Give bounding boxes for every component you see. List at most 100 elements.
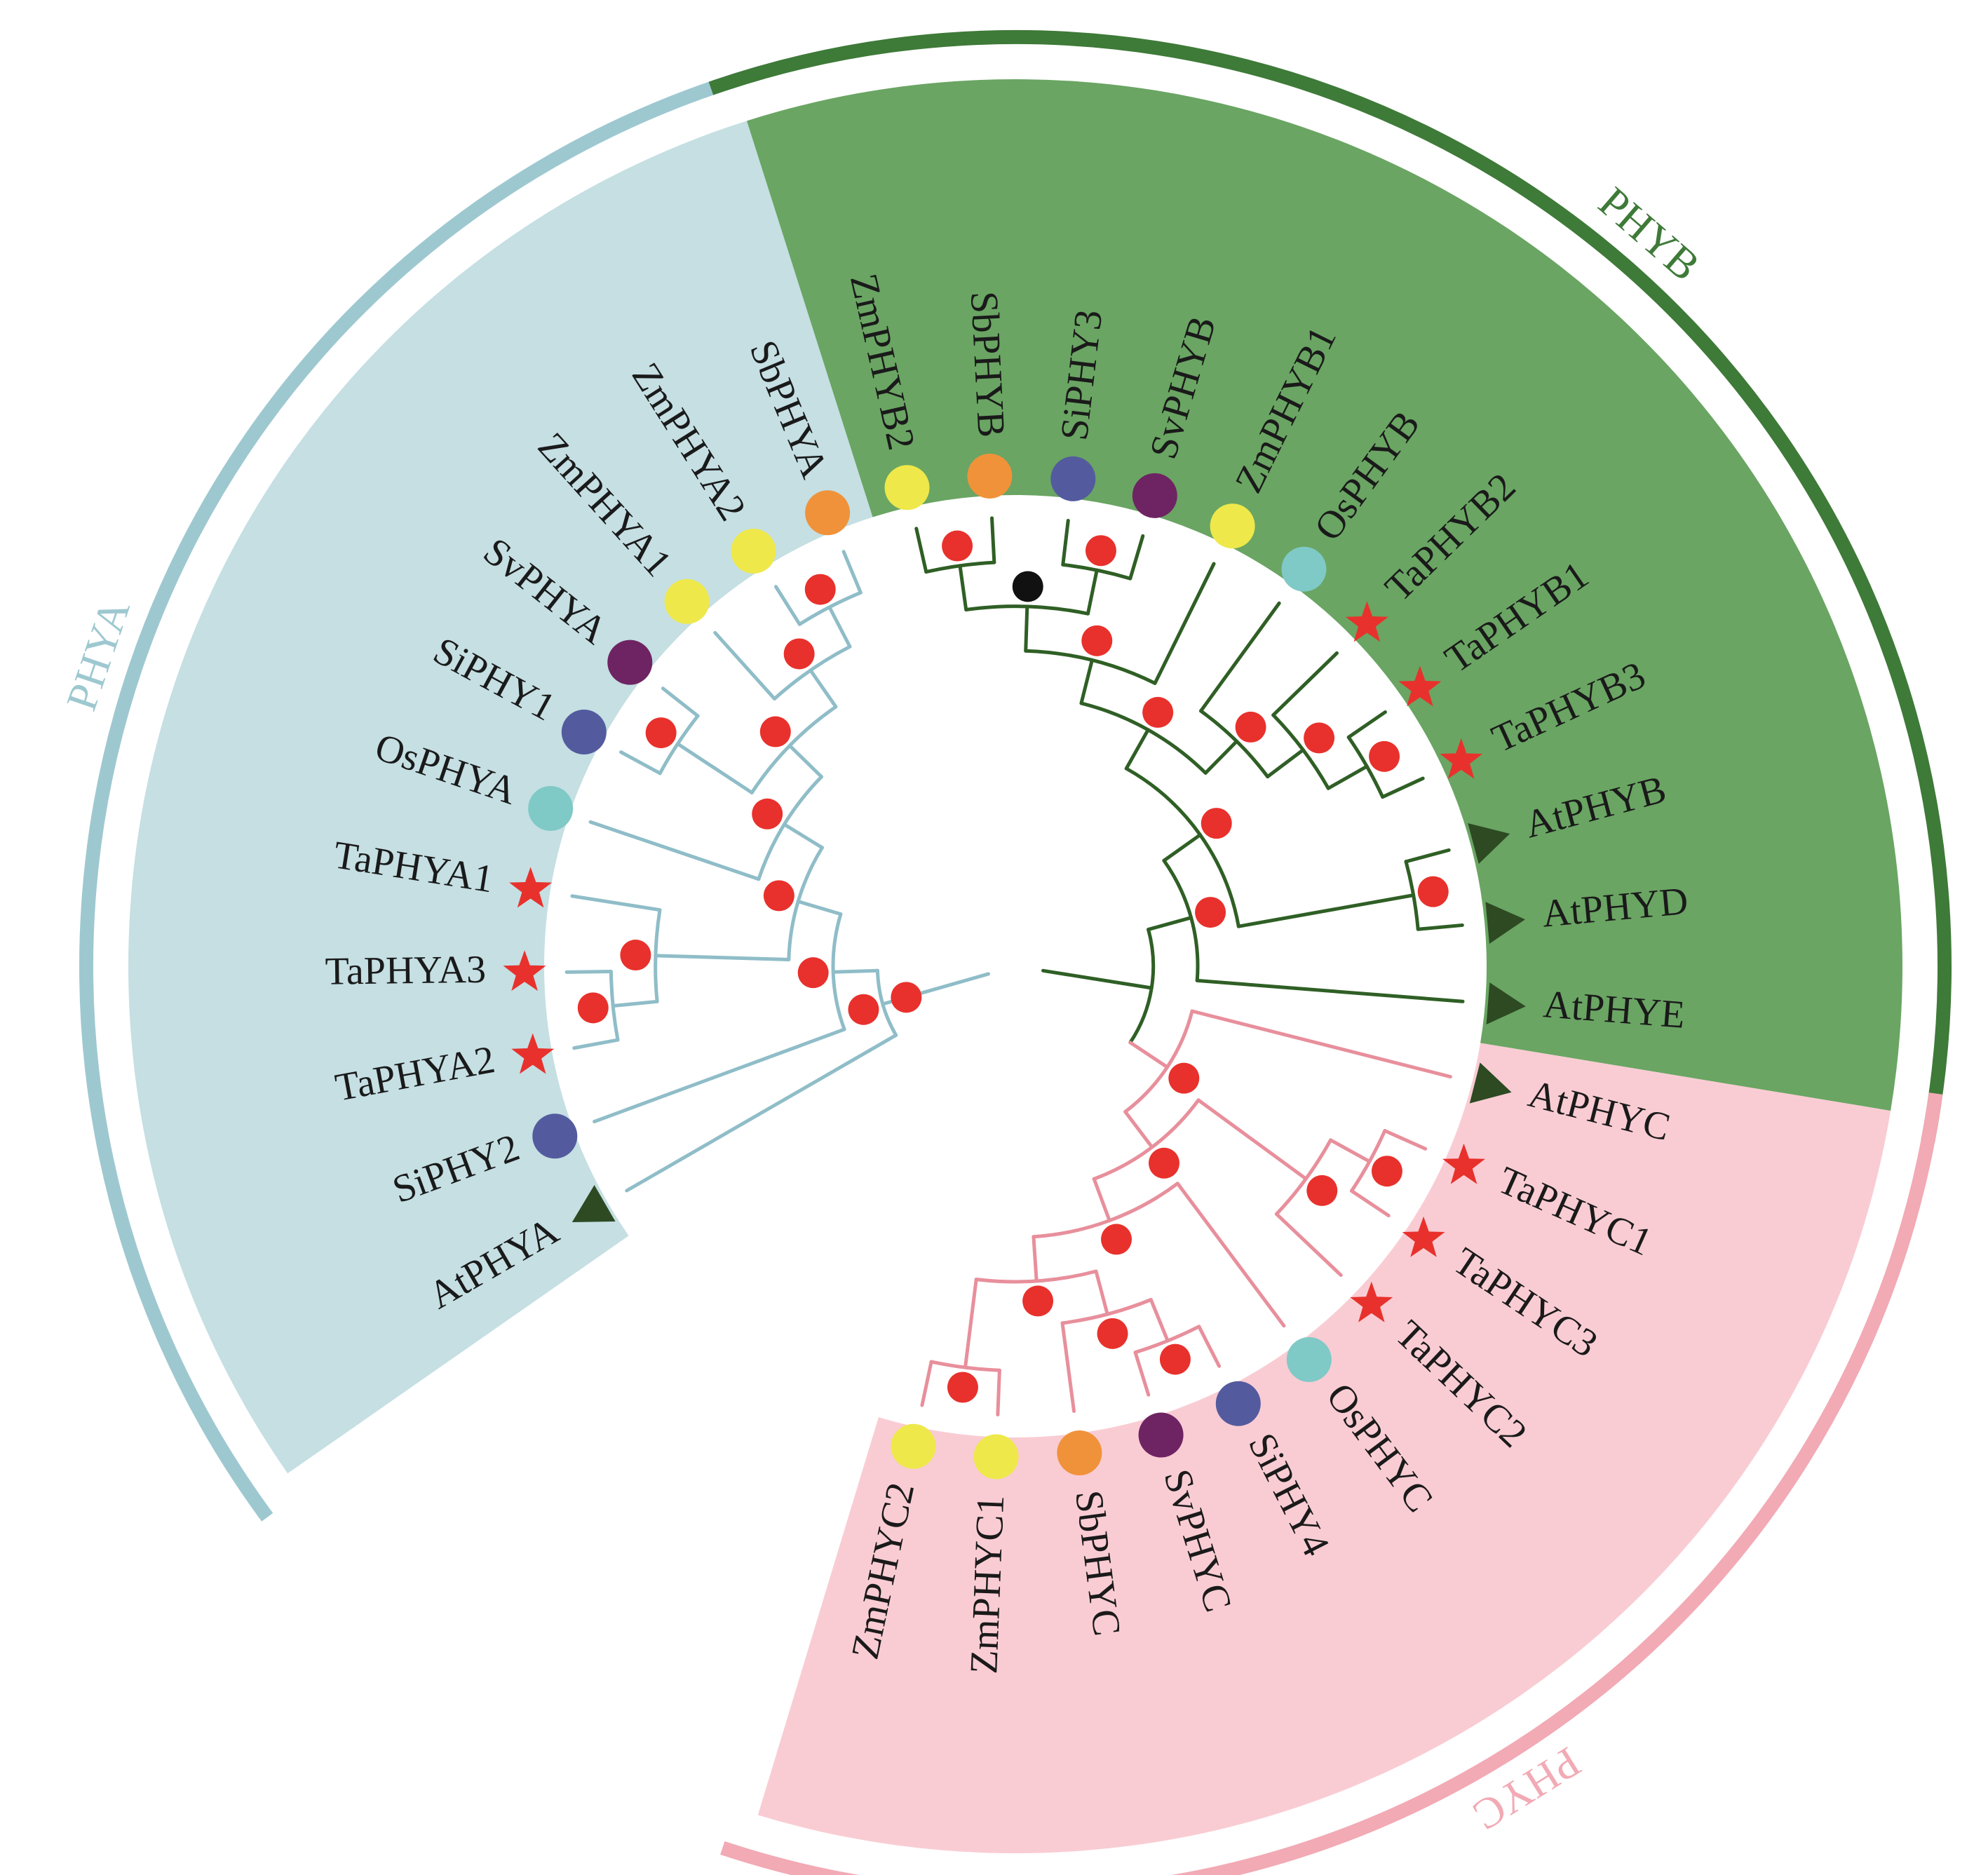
arabidopsis-triangle-icon — [1469, 1062, 1512, 1104]
branch-line — [1190, 1009, 1452, 1079]
branch-line — [572, 1038, 620, 1050]
branch-arc — [1024, 649, 1157, 685]
branch-line — [593, 1027, 846, 1124]
species-Zm-circle-icon — [891, 1423, 936, 1469]
species-Sb-circle-icon — [805, 490, 851, 536]
branch-line — [1162, 833, 1203, 862]
branch-line — [841, 550, 863, 595]
branch-line — [1092, 1177, 1111, 1223]
phyc-arc — [720, 1092, 1943, 1875]
branch-line — [1346, 710, 1387, 739]
branch-line — [1128, 534, 1145, 581]
node-marker-red — [1235, 711, 1266, 743]
branch-line — [924, 972, 991, 994]
node-marker-red — [1417, 876, 1449, 907]
branch-line — [996, 1368, 1001, 1417]
species-Sv-circle-icon — [1138, 1412, 1184, 1458]
branch-line — [831, 968, 879, 974]
branch-line — [1271, 651, 1339, 717]
branch-line — [1032, 1235, 1039, 1283]
node-marker-red — [891, 982, 922, 1013]
species-Si-circle-icon — [1050, 456, 1096, 501]
branch-arc — [609, 970, 620, 1042]
branch-arc — [1032, 1182, 1179, 1239]
branch-line — [1196, 1098, 1308, 1181]
arabidopsis-triangle-icon — [1485, 902, 1525, 945]
node-marker-red — [797, 957, 829, 989]
branch-line — [787, 743, 823, 779]
species-Zm-circle-icon — [884, 465, 930, 510]
branch-line — [1128, 1041, 1170, 1069]
branch-line — [773, 585, 802, 626]
branch-arc — [1092, 1098, 1201, 1181]
branch-arc — [875, 968, 898, 1037]
branch-arc — [1133, 1325, 1201, 1355]
species-Sb-circle-icon — [967, 453, 1013, 499]
branch-line — [1124, 728, 1150, 771]
branch-line — [1061, 518, 1070, 567]
branch-line — [611, 999, 659, 1008]
phya-band — [128, 121, 873, 1474]
clade-background-bands — [128, 79, 1902, 1854]
branch-line — [570, 894, 662, 912]
branch-line — [1274, 1212, 1343, 1278]
branch-line — [564, 970, 613, 974]
branch-line — [1060, 1321, 1076, 1414]
branch-line — [1094, 1269, 1109, 1316]
branch-arc — [1162, 858, 1200, 982]
species-Zm-circle-icon — [731, 528, 776, 574]
branch-line — [588, 820, 761, 881]
branch-arc — [929, 1360, 1001, 1372]
node-marker-red — [1304, 722, 1335, 754]
node-marker-red — [645, 717, 677, 749]
species-Zm-circle-icon — [973, 1434, 1019, 1480]
arabidopsis-triangle-icon — [1468, 823, 1510, 865]
branch-line — [782, 823, 824, 850]
branch-arc — [1128, 928, 1156, 1045]
node-marker-red — [620, 940, 651, 971]
branch-line — [920, 1360, 933, 1407]
node-marker-red — [1306, 1175, 1338, 1206]
wheat-star-icon — [1346, 601, 1388, 642]
wheat-star-icon — [1402, 1216, 1445, 1257]
branch-arc — [1123, 1009, 1194, 1114]
node-marker-red — [947, 1372, 978, 1403]
node-marker-red — [1097, 1318, 1128, 1349]
branch-line — [1123, 1109, 1154, 1149]
node-marker-black — [1012, 571, 1043, 602]
branch-arc — [1079, 701, 1208, 775]
branch-arc — [1124, 766, 1240, 928]
branch-line — [713, 630, 777, 701]
leaf-label-ZmPHYC1: ZmPHYC1 — [962, 1494, 1013, 1674]
node-marker-red — [1201, 808, 1232, 839]
branch-arc — [831, 912, 846, 1031]
clade-outer-arcs — [79, 30, 1952, 1875]
branch-line — [1266, 748, 1305, 779]
branch-line — [1383, 1129, 1428, 1151]
species-Os-circle-icon — [1286, 1336, 1332, 1382]
leaf-species-markers — [503, 453, 1526, 1480]
species-Os-circle-icon — [528, 785, 574, 831]
branch-line — [1153, 562, 1216, 685]
node-marker-red — [759, 716, 791, 747]
phya-arc — [79, 67, 759, 1522]
branch-line — [1175, 1182, 1286, 1328]
branch-line — [827, 605, 852, 649]
phyb-clade-label: PHYB — [1590, 178, 1709, 290]
species-Si-circle-icon — [532, 1114, 578, 1159]
branch-arc — [750, 705, 838, 794]
tree-branches — [564, 516, 1465, 1417]
node-marker-red — [1022, 1285, 1054, 1317]
branch-line — [619, 750, 662, 776]
node-marker-red — [1159, 1343, 1191, 1375]
branch-arc — [1061, 562, 1132, 581]
species-Zm-circle-icon — [664, 578, 710, 624]
branch-line — [1199, 601, 1281, 713]
phyc-band — [757, 1043, 1891, 1854]
node-marker-red — [1085, 535, 1116, 567]
node-marker-red — [1195, 897, 1226, 928]
node-marker-red — [1371, 1156, 1402, 1187]
branch-line — [675, 742, 754, 794]
branch-line — [654, 954, 791, 961]
